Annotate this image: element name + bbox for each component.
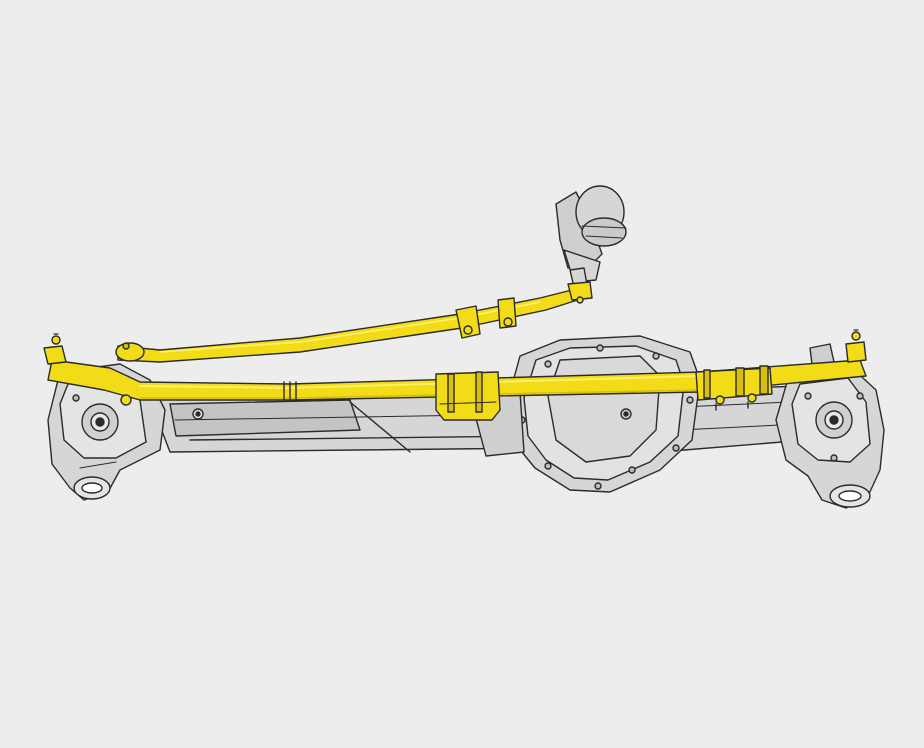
tie-rod-adjuster-sleeve — [695, 365, 773, 411]
steering-stabilizer-clamp — [435, 371, 501, 421]
steering-box — [555, 185, 627, 297]
right-knuckle — [775, 343, 885, 509]
drag-link — [115, 281, 593, 363]
